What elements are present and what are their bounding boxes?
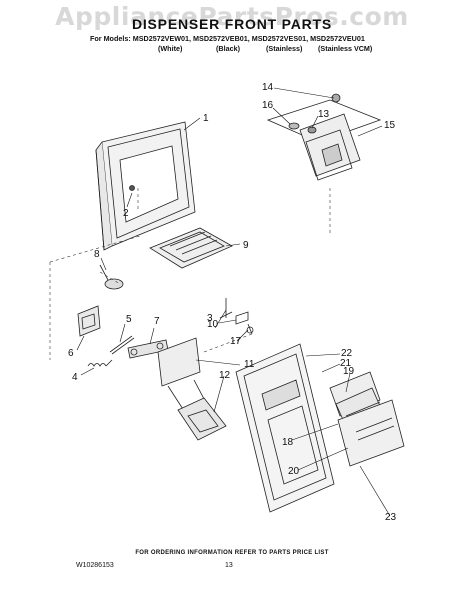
callout-6: 6 — [68, 348, 74, 359]
callout-10: 10 — [207, 319, 219, 330]
part-5-rod — [109, 335, 135, 355]
callout-17: 17 — [230, 336, 242, 347]
callout-9: 9 — [243, 240, 249, 251]
callout-11: 11 — [244, 359, 255, 370]
ordering-note: FOR ORDERING INFORMATION REFER TO PARTS … — [135, 550, 329, 556]
callout-23: 23 — [385, 512, 397, 523]
callout-21: 21 — [340, 358, 352, 369]
part-22-23-front-panel — [235, 343, 405, 513]
callout-22: 22 — [341, 348, 353, 359]
variant-white: (White) — [158, 44, 183, 53]
page-title: DISPENSER FRONT PARTS — [131, 16, 333, 32]
callout-5: 5 — [126, 314, 132, 325]
callout-7: 7 — [154, 316, 160, 327]
models-line: For Models: MSD2572VEW01, MSD2572VEB01, … — [90, 34, 365, 43]
page-number: 13 — [225, 562, 233, 569]
part-4-spring — [87, 359, 113, 367]
part-dispenser-housing — [95, 121, 196, 251]
callout-3: 3 — [207, 313, 213, 324]
part-8-component — [99, 264, 124, 290]
callout-14: 14 — [262, 82, 274, 93]
part-6-switch — [77, 305, 101, 337]
callout-13: 13 — [318, 109, 330, 120]
variant-black: (Black) — [216, 44, 240, 53]
callout-18: 18 — [282, 437, 294, 448]
part-11-12-ice-chute — [157, 337, 227, 441]
part-13-16-dispenser-motor-assembly — [266, 93, 382, 181]
callout-1: 1 — [203, 113, 209, 124]
part-3-10-17-hardware — [219, 298, 254, 335]
callout-20: 20 — [288, 466, 300, 477]
callout-16: 16 — [262, 100, 274, 111]
variant-stainless: (Stainless) — [266, 44, 303, 53]
callout-2: 2 — [123, 208, 129, 219]
document-number: W10286153 — [76, 562, 114, 569]
variant-stainless-vcm: (Stainless VCM) — [318, 44, 373, 53]
callout-12: 12 — [219, 370, 231, 381]
callout-4: 4 — [72, 372, 78, 383]
part-drip-tray — [149, 227, 233, 269]
watermark: AppliancePartsPros.com — [55, 2, 409, 31]
callout-8: 8 — [94, 249, 100, 260]
callout-15: 15 — [384, 120, 396, 131]
callout-19: 19 — [343, 366, 355, 377]
